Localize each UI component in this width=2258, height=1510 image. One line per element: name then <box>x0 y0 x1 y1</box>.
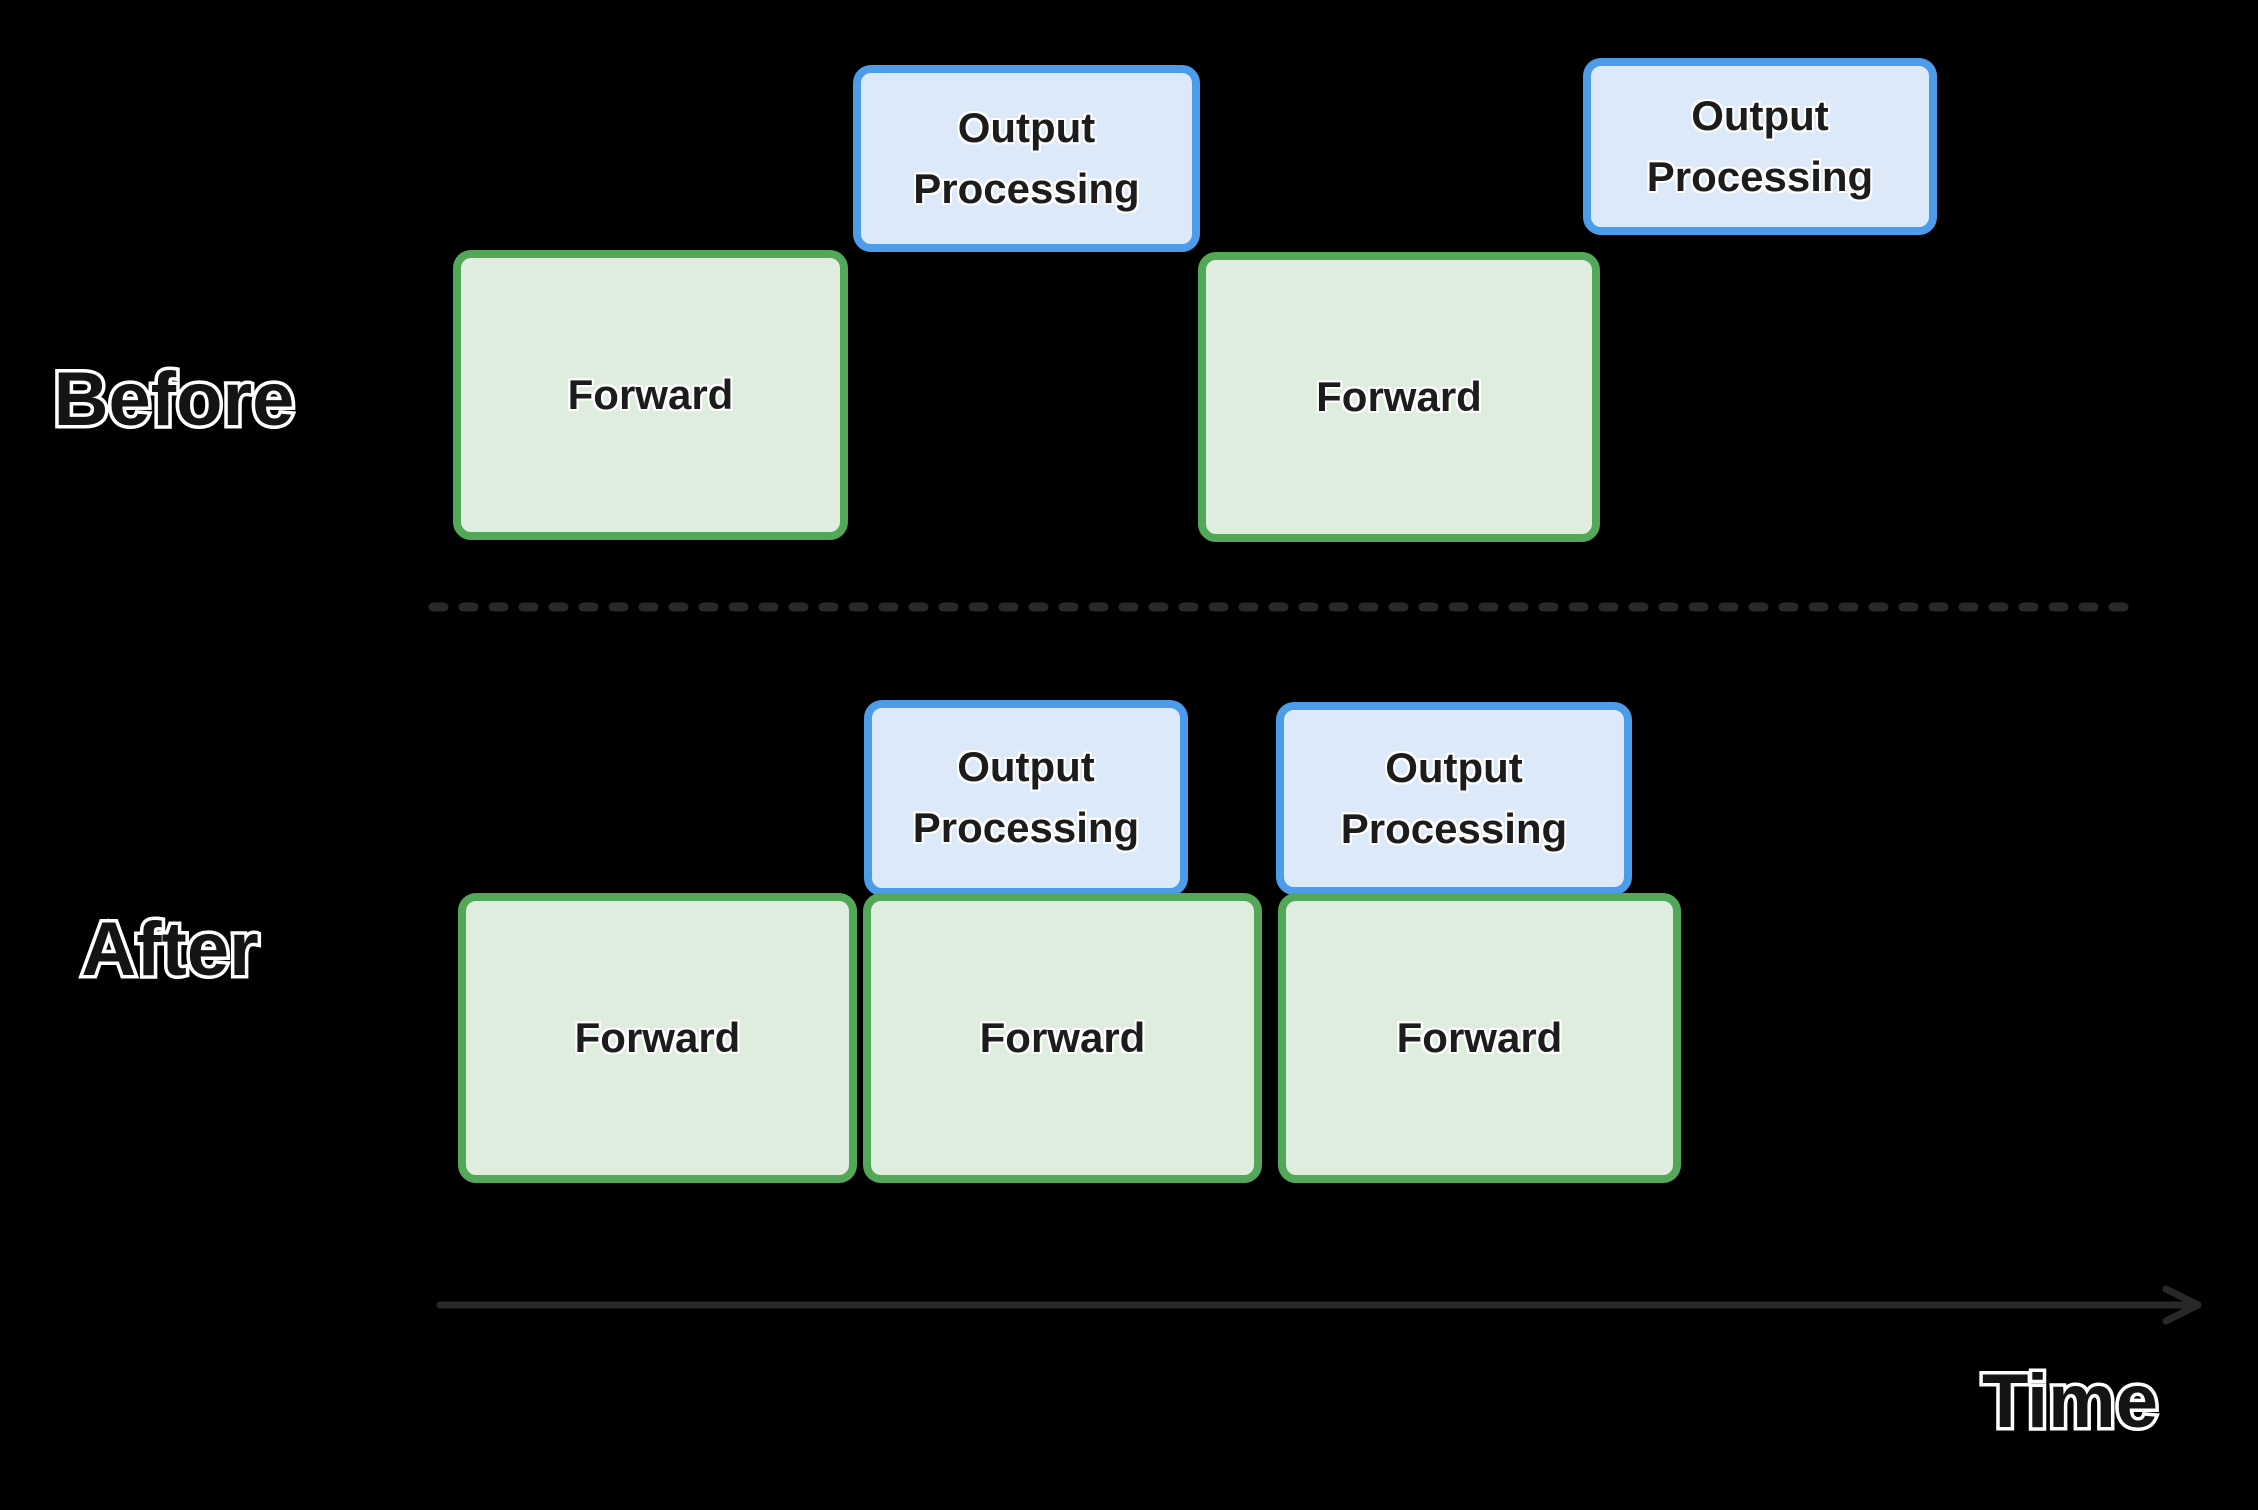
after-forward-3-label: Forward <box>1396 1013 1563 1061</box>
after-output-processing-1-label: Output Processing <box>912 743 1140 851</box>
time-label-text: Time <box>1981 1359 2158 1444</box>
after-label-outline: After <box>78 907 262 992</box>
before-label-text: Before <box>53 357 295 442</box>
after-forward-1-box: Forward <box>458 893 857 1183</box>
before-label-outline: Before <box>50 357 298 442</box>
after-output-processing-2-box: Output Processing <box>1276 702 1632 895</box>
after-forward-2-box: Forward <box>863 893 1262 1183</box>
section-divider-dashed-line <box>428 602 2133 612</box>
time-label-outline: Time <box>1978 1359 2161 1444</box>
after-forward-1-label: Forward <box>574 1013 741 1061</box>
after-forward-2-label: Forward <box>979 1013 1146 1061</box>
before-forward-2-box: Forward <box>1198 252 1600 542</box>
time-axis-arrow <box>436 1285 2202 1325</box>
before-output-processing-2-box: Output Processing <box>1583 58 1937 235</box>
before-output-processing-1-box: Output Processing <box>853 65 1200 252</box>
before-forward-1-label: Forward <box>567 370 734 418</box>
after-output-processing-1-box: Output Processing <box>864 700 1188 896</box>
before-output-processing-1-label: Output Processing <box>913 103 1140 212</box>
before-forward-2-label: Forward <box>1316 372 1482 420</box>
after-label-text: After <box>81 907 259 992</box>
time-axis-arrowhead-icon <box>2162 1285 2202 1325</box>
before-forward-1-box: Forward <box>453 250 848 540</box>
after-output-processing-2-label: Output Processing <box>1340 743 1568 852</box>
before-output-processing-2-label: Output Processing <box>1646 91 1874 200</box>
after-forward-3-box: Forward <box>1278 893 1681 1183</box>
